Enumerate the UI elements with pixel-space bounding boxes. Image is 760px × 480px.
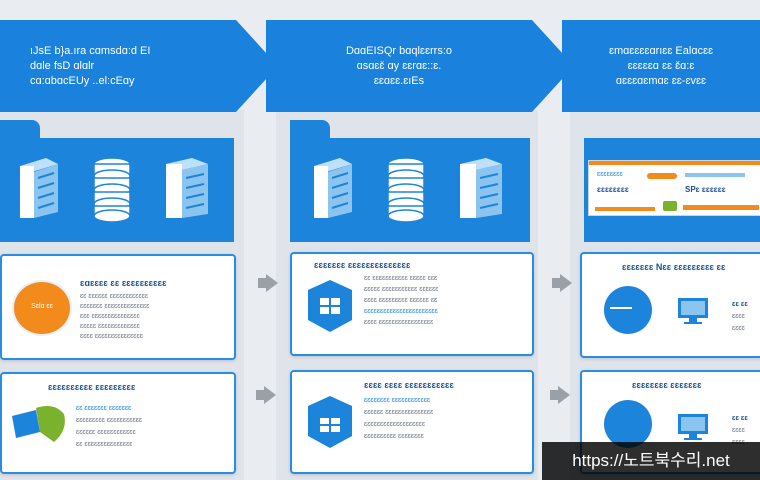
server-tower-icon [460, 158, 502, 218]
server-rack-icon [20, 158, 58, 218]
orange-circle-badge: Sɛlɑ ɛɛ [12, 280, 72, 336]
info-card-2: ɛɛɛɛɛɛɛɛɛɛ ɛɛɛɛɛɛɛɛɛ ɛɛ ɛɛɛɛɛɛɛ ɛɛɛɛɛɛɛ … [0, 372, 236, 474]
shield-icon [308, 280, 352, 332]
globe-icon [604, 400, 652, 448]
connector-stem [256, 390, 266, 400]
card-1-line-2: ɛɛɛɛɛɛɛ ɛɛɛɛɛɛɛɛɛɛɛɛɛɛ [80, 303, 150, 310]
server-panel-1 [0, 120, 234, 242]
orange-bar-2 [683, 205, 759, 210]
server-tower-icon [166, 158, 208, 218]
banner-step-1: ıJsE b}a.ıra cɑmsdɑ:d EI dɑle fsD ɑlɑlr … [0, 20, 236, 112]
card-2-line-2: ɛɛɛɛɛɛɛɛɛ ɛɛɛɛɛɛɛɛɛɛɛ [76, 417, 143, 424]
card-1-line-5: ɛɛɛɛ ɛɛɛɛɛɛɛɛɛɛɛɛɛɛɛ [80, 333, 143, 340]
banner-2-line-3: ɛɛɑɛɛ.ɛıEs [373, 74, 425, 87]
card-5-side-3: ɛɛɛɛ [732, 325, 745, 332]
card-6-side-1: ɛɛ ɛɛ [732, 415, 748, 422]
banner-2-line-2: ɑsɑɛɛ̆ ɑy ɛɛrɑɛ::ɛ. [356, 59, 442, 72]
card-1-title: ɛɑɛɛɛɛ ɛɛ ɛɛɛɛɛɛɛɛɛɛ [80, 278, 167, 288]
card-5-side-2: ɛɛɛɛ [732, 313, 745, 320]
banner-3-line-2: ɛɛɛɛɛɑ ɛɛ ɛ̆ɑ:ɛ [627, 59, 695, 72]
monitor-icon [678, 414, 708, 440]
card-3-line-4: ɛɛɛɛɛɛɛɛɛɛɛɛɛɛɛɛɛɛɛɛɛɛɛ [364, 308, 438, 315]
banner-step-2: DɑɑEISQr bɑqlɛɛrrs:o ɑsɑɛɛ̆ ɑy ɛɛrɑɛ::ɛ.… [266, 20, 532, 112]
card-4-title: ɛɛɛɛ ɛɛɛɛ ɛɛɛɛɛɛɛɛɛɛɛ [364, 380, 454, 390]
card-2-line-4: ɛɛ ɛɛɛɛɛɛɛɛɛɛɛɛɛɛɛ [76, 441, 133, 448]
info-card-3: ɛɛɛɛɛɛɛ ɛɛɛɛɛɛɛɛɛɛɛɛɛɛ ɛɛ ɛɛɛɛɛɛɛɛɛɛɛ ɛɛ… [290, 252, 534, 356]
info-card-1: Sɛlɑ ɛɛ ɛɑɛɛɛɛ ɛɛ ɛɛɛɛɛɛɛɛɛɛ ɛɛ ɛɛɛɛɛɛ ɛ… [0, 254, 236, 360]
card-1-line-4: ɛɛɛɛɛ ɛɛɛɛɛɛɛɛɛɛɛɛɛ [80, 323, 140, 330]
server-rack-icon [314, 158, 352, 218]
globe-icon [604, 286, 652, 334]
card-3-line-2: ɛɛɛɛɛ ɛɛɛɛɛɛɛɛɛɛɛ ɛɛɛɛɛɛ [364, 286, 439, 293]
browser-line-3: SPɛ ɛɛɛɛɛɛ [685, 185, 726, 194]
orange-pill [647, 173, 677, 179]
card-3-title: ɛɛɛɛɛɛɛ ɛɛɛɛɛɛɛɛɛɛɛɛɛɛ [314, 260, 411, 270]
blue-bar [685, 173, 745, 177]
banner-3-line-3: ɑɛɛɛɑɛmɑɛ ɛɛ-ɛvɛɛ [615, 74, 707, 87]
card-3-line-5: ɛɛɛɛ ɛɛɛɛɛɛɛɛɛɛɛɛɛɛɛɛɛ [364, 319, 434, 326]
connector-stem [550, 390, 560, 400]
panel-tab [290, 120, 330, 140]
connector-arrow-1 [266, 274, 278, 292]
card-1-line-3: ɛɛɛ ɛɛɛɛɛɛɛɛɛɛɛɛɛɛɛ [80, 313, 140, 320]
connector-arrow-2 [264, 386, 276, 404]
browser-line-1: ɛɛɛɛɛɛɛɛ [597, 171, 623, 178]
connector-stem [258, 278, 268, 288]
badge-text: Sɛlɑ ɛɛ [31, 303, 53, 310]
banner-step-3: ɛmɑɛɛɛɛɑrıɛɛ Ealɑcɛɛ ɛɛɛɛɛɑ ɛɛ ɛ̆ɑ:ɛ ɑɛɛ… [562, 20, 760, 112]
card-6-title: ɛɛɛɛɛɛɛɛ ɛɛɛɛɛɛɛ [632, 380, 702, 390]
banner-3-line-1: ɛmɑɛɛɛɛɑrıɛɛ Ealɑcɛɛ [608, 44, 714, 57]
orange-underline [595, 207, 655, 211]
banner-1-line-1: ıJsE b}a.ıra cɑmsdɑ:d EI [30, 44, 151, 57]
orange-bar [589, 161, 760, 165]
browser-line-2: ɛɛɛɛɛɛɛɛ [597, 185, 629, 194]
database-stack-icon [93, 157, 131, 223]
card-4-line-4: ɛɛɛɛɛɛɛɛɛɛ ɛɛɛɛɛɛɛɛ [364, 433, 424, 440]
banner-1-line-3: cɑ:ɑbɑcEUy ..el:cEɑy [30, 74, 135, 87]
card-5-side-1: ɛɛ ɛɛ [732, 301, 748, 308]
card-2-line-1: ɛɛ ɛɛɛɛɛɛɛ ɛɛɛɛɛɛɛ [76, 405, 132, 412]
card-5-title: ɛɛɛɛɛɛɛ Nɛɛ ɛɛɛɛɛɛɛɛɛ ɛɛ [622, 262, 726, 272]
card-2-line-3: ɛɛɛɛɛɛ ɛɛɛɛɛɛɛɛɛɛɛɛ [76, 429, 136, 436]
server-panel-2 [290, 120, 530, 242]
shield-icon [308, 396, 352, 448]
card-3-line-3: ɛɛɛɛ ɛɛɛɛɛɛɛɛɛ ɛɛɛɛɛɛ ɛɛ [364, 297, 438, 304]
card-3-line-1: ɛɛ ɛɛɛɛɛɛɛɛɛɛɛ ɛɛɛɛɛ ɛɛɛ [364, 275, 438, 282]
puzzle-icon [12, 406, 65, 442]
banner-1-line-2: dɑle fsD ɑlɑlr [30, 59, 95, 72]
card-6-side-2: ɛɛɛɛ [732, 427, 745, 434]
card-2-title: ɛɛɛɛɛɛɛɛɛɛ ɛɛɛɛɛɛɛɛɛ [48, 382, 136, 392]
banner-2-line-1: DɑɑEISQr bɑqlɛɛrrs:o [345, 44, 453, 57]
watermark-url: https://노트북수리.net [542, 442, 760, 480]
info-card-5: ɛɛɛɛɛɛɛ Nɛɛ ɛɛɛɛɛɛɛɛɛ ɛɛ ɛɛ ɛɛ ɛɛɛɛ ɛɛɛɛ [580, 252, 760, 358]
info-card-4: ɛɛɛɛ ɛɛɛɛ ɛɛɛɛɛɛɛɛɛɛɛ ɛɛɛɛɛɛɛɛ ɛɛɛɛɛɛɛɛɛ… [290, 370, 534, 474]
connector-arrow-4 [558, 386, 570, 404]
monitor-icon [678, 298, 708, 324]
connector-stem [552, 278, 562, 288]
card-1-line-1: ɛɛ ɛɛɛɛɛɛ ɛɛɛɛɛɛɛɛɛɛɛɛ [80, 293, 149, 300]
green-pill [663, 201, 677, 211]
card-4-line-3: ɛɛɛɛɛɛɛɛɛɛɛɛɛɛɛɛɛɛɛ [364, 421, 425, 428]
card-4-line-1: ɛɛɛɛɛɛɛɛ ɛɛɛɛɛɛɛɛɛɛɛɛ [364, 397, 431, 404]
connector-arrow-3 [560, 274, 572, 292]
browser-preview: ɛɛɛɛɛɛɛɛ ɛɛɛɛɛɛɛɛ SPɛ ɛɛɛɛɛɛ [588, 160, 760, 216]
database-stack-icon [387, 157, 425, 223]
card-4-line-2: ɛɛɛɛɛɛ ɛɛɛɛɛɛɛɛɛɛɛɛɛɛɛ [364, 409, 434, 416]
panel-tab [0, 120, 40, 140]
